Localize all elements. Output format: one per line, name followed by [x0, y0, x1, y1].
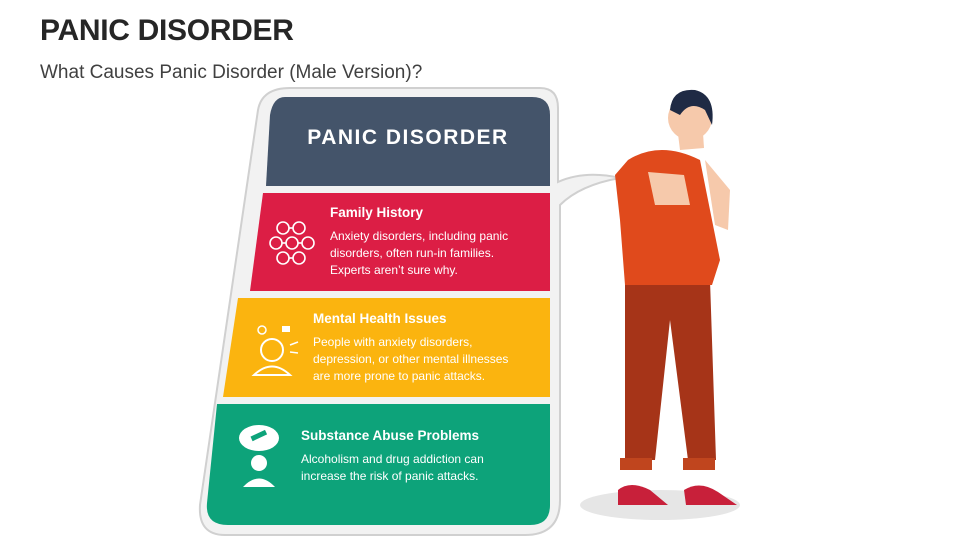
card-description-line: People with anxiety disorders, — [313, 335, 473, 349]
card-description-line: increase the risk of panic attacks. — [301, 469, 479, 483]
man-illustration — [580, 89, 740, 520]
card-description-line: Alcoholism and drug addiction can — [301, 452, 484, 466]
panel-header-bg — [266, 97, 550, 186]
card-title: Substance Abuse Problems — [301, 428, 480, 443]
card-family-history-bg — [250, 193, 550, 291]
card-substance-abuse-bg — [206, 404, 550, 525]
card-mental-health: Mental Health Issues People with anxiety… — [313, 311, 508, 385]
slide-title: PANIC DISORDER — [40, 14, 294, 47]
card-mental-health-bg — [223, 298, 550, 397]
substance-thought-icon — [239, 425, 279, 487]
stressed-person-icon — [251, 325, 299, 376]
card-description-line: Anxiety disorders, including panic — [330, 229, 509, 243]
family-network-icon — [269, 221, 315, 265]
card-title: Family History — [330, 205, 424, 220]
card-family-history: Family History Anxiety disorders, includ… — [330, 205, 508, 279]
card-description-line: disorders, often run-in families. — [330, 246, 495, 260]
slide-subtitle: What Causes Panic Disorder (Male Version… — [40, 62, 423, 83]
panel-header-title: PANIC DISORDER — [307, 126, 509, 149]
card-description-line: are more prone to panic attacks. — [313, 369, 486, 383]
card-description-line: depression, or other mental illnesses — [313, 352, 509, 366]
card-title: Mental Health Issues — [313, 311, 447, 326]
card-description-line: Experts aren’t sure why. — [330, 263, 458, 277]
card-substance-abuse: Substance Abuse Problems Alcoholism and … — [301, 428, 484, 485]
